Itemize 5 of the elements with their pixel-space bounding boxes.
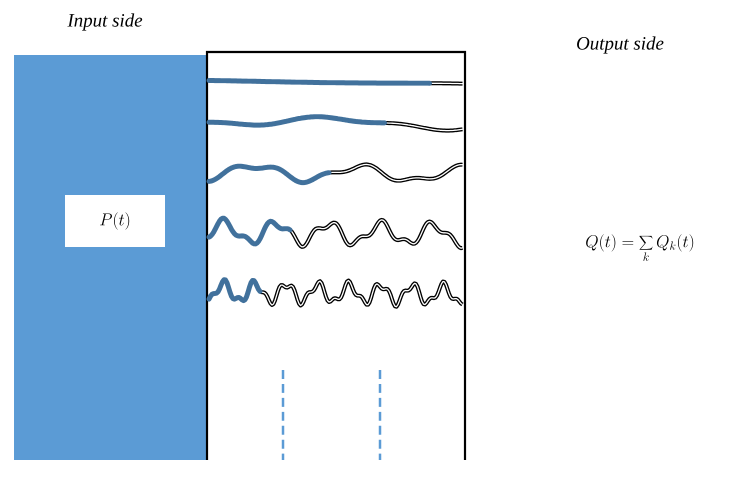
signal-box: $P(t)$ [65,195,165,247]
side-label: Output side [577,36,664,54]
formula: $Q(t) = \sum_k Q_k(t)$ [586,234,694,261]
heading: Input side [67,13,142,31]
input-band [14,13,207,460]
